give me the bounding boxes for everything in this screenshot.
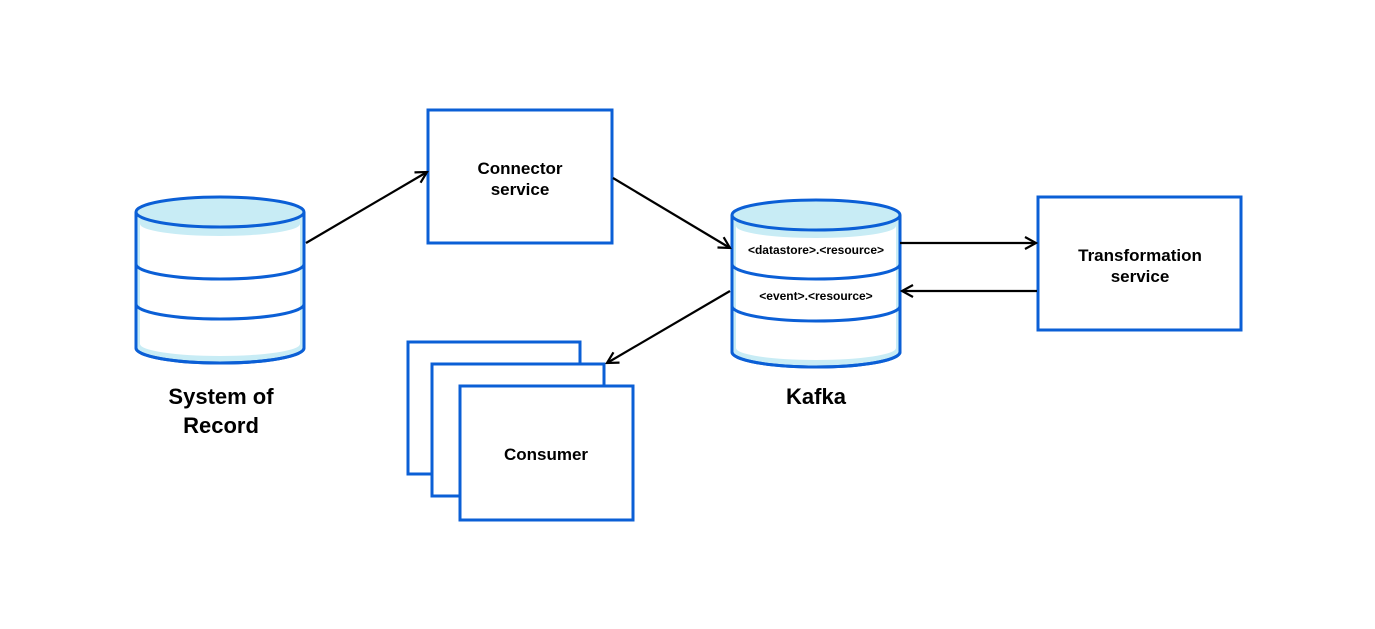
consumer-box-front [458,384,635,522]
arrow-connector-to-kafka [612,177,730,248]
connector-service-label-line2: service [491,180,550,199]
kafka-database-icon [730,198,902,369]
system-of-record-database-icon [134,195,306,365]
arrow-kafka-to-consumer [607,290,731,363]
system-of-record-label-line2: Record [183,413,259,438]
transformation-service-label-line1: Transformation [1078,246,1202,265]
connector-service-label-line1: Connector [478,159,563,178]
consumer-label: Consumer [504,445,588,464]
system-of-record-label-line1: System of [168,384,274,409]
connector-service-box [426,108,614,245]
kafka-topic-event-resource: <event>.<resource> [759,289,872,303]
arrow-system-to-connector [305,172,427,244]
transformation-service-label-line2: service [1111,267,1170,286]
kafka-topic-datastore-resource: <datastore>.<resource> [748,243,884,257]
transformation-service-box [1036,195,1243,332]
kafka-label: Kafka [786,384,847,409]
